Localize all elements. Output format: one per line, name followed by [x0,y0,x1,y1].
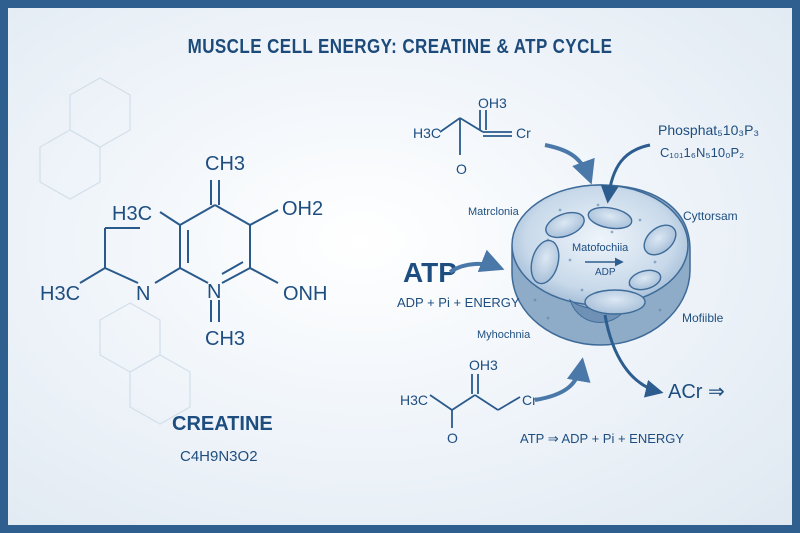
mitochondrion-1 [545,211,585,239]
creatine-h3c-bottom: H3C [40,283,80,305]
arrow-bottom-molecule-to-cell [534,357,591,402]
cell-adp-label: ADP [595,267,616,278]
cell-mitochondria-label: Myhochnia [477,329,531,341]
phosphate-line-2: C₁₀₁1₆N₅10₀P₂ [660,145,744,160]
creatine-h3c-left: H3C [112,203,152,225]
arrow-top-molecule-to-cell [544,143,595,185]
page-title: MUSCLE CELL ENERGY: CREATINE & ATP CYCLE [187,36,613,58]
arrow-phosphate-to-cell [600,143,651,204]
creatine-name: CREATINE [172,413,273,435]
creatine-oh2: OH2 [282,198,323,220]
top-molecule-cr: Cr [516,125,531,141]
mitochondrion-4 [530,239,560,285]
mitochondrion-5 [584,289,646,315]
cell-myofibril-label: Mofiible [682,311,724,325]
bottom-molecule-cr: Cr [522,392,537,408]
bottom-molecule [429,374,521,428]
creatine-structure [79,180,279,322]
creatine-ch3-top: CH3 [205,153,245,175]
background-hexagons [39,77,191,425]
bottom-reaction: ATP ⇒ ADP + Pi + ENERGY [520,431,684,446]
top-molecule-h3c: H3C [413,125,441,141]
atp-label: ATP [403,257,457,288]
creatine-onh: ONH [283,283,327,305]
acr-label: ACr ⇒ [668,381,725,403]
atp-reaction: ADP + Pi + ENERGY [397,295,520,310]
arrow-cell-to-acr [603,314,664,398]
phosphate-line-1: Phosphat₅10₃P₃ [658,122,759,138]
cell-cytosol-label: Cyttorsam [683,209,738,223]
mitochondrion-3 [643,224,677,256]
top-molecule-oh3: OH3 [478,95,507,111]
bottom-molecule-oh3: OH3 [469,357,498,373]
bottom-molecule-h3c: H3C [400,392,428,408]
top-molecule-o: O [456,161,467,177]
creatine-n-ring: N [207,281,221,303]
arrow-atp-to-cell [448,249,505,274]
mitochondrion-2 [587,206,633,230]
cell-matrix-label: Matrclonia [468,206,520,218]
top-molecule [439,110,512,155]
creatine-ch3-bottom: CH3 [205,328,245,350]
mitochondria-group [530,206,677,315]
cell-mito-label: Matofochiia [572,242,629,254]
mitochondrion-6 [628,269,662,291]
bottom-molecule-o: O [447,430,458,446]
creatine-formula: C4H9N3O2 [180,448,258,465]
creatine-n-left: N [136,283,150,305]
